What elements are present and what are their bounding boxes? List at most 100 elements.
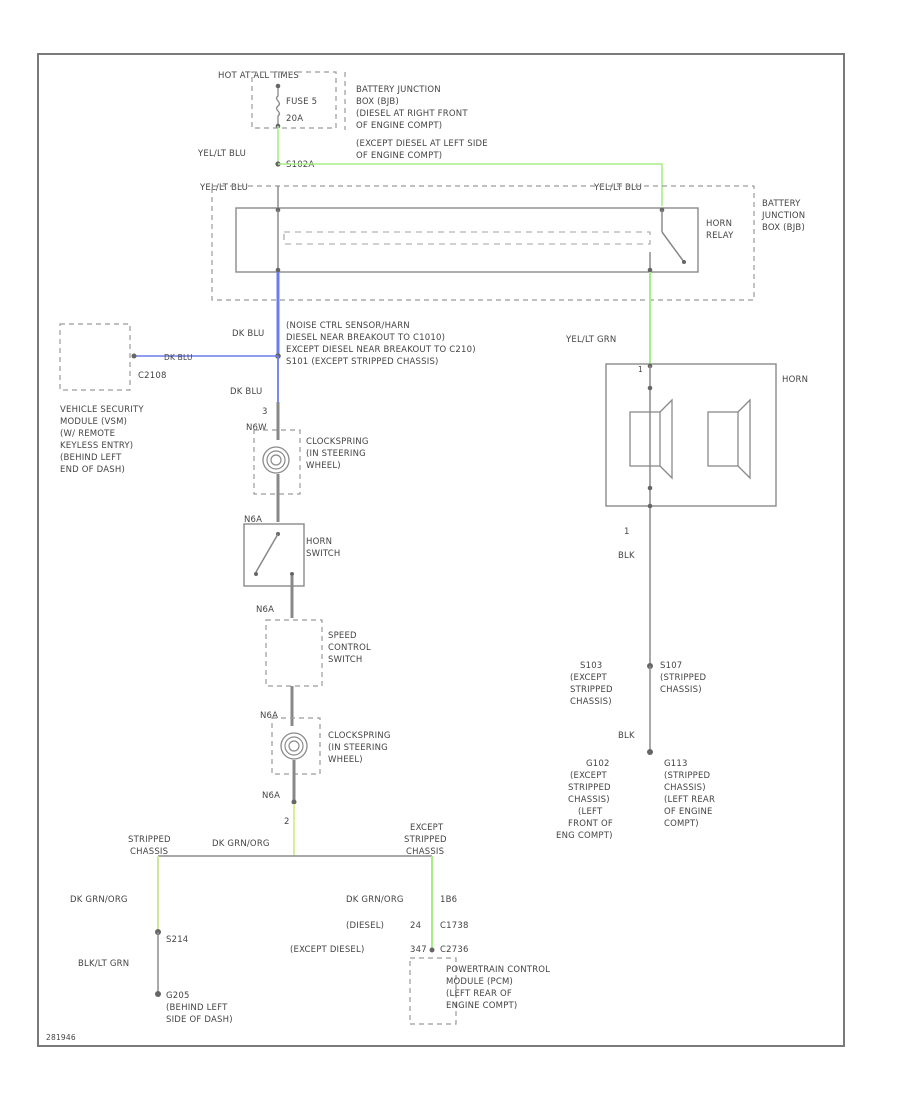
vsm-line-1: VEHICLE SECURITY [60,405,144,415]
label-except-3: CHASSIS [406,847,444,857]
label-except-2: STRIPPED [404,835,447,845]
splice-note-4: S101 (EXCEPT STRIPPED CHASSIS) [286,357,439,367]
label-stripped-1: STRIPPED [128,835,171,845]
clockspring2-line-2: (IN STEERING [328,743,388,753]
fuse-symbol [275,88,281,124]
relay-bjb-1: BATTERY [762,199,801,209]
label-g102-4: CHASSIS) [568,795,610,805]
diagram-code: 281946 [46,1033,76,1042]
fuse-box [251,71,337,129]
horn-title: HORN [782,375,808,385]
vsm-line-4: KEYLESS ENTRY) [60,441,133,451]
bjb-note-5: (EXCEPT DIESEL AT LEFT SIDE [356,139,488,149]
label-g102-3: STRIPPED [568,783,611,793]
splice-note-3: EXCEPT DIESEL NEAR BREAKOUT TO C210) [286,345,476,355]
label-g102-2: (EXCEPT [570,771,608,781]
vsm-line-3: (W/ REMOTE [60,429,115,439]
fuse-terminal-top [275,83,281,89]
ground-g102-g113 [647,749,653,755]
label-s103-2: (EXCEPT [570,673,608,683]
pcm-box [409,957,457,1025]
label-pcm-pin: 1B6 [440,895,457,905]
label-blk-grn: BLK/LT GRN [78,959,129,969]
wire-label-yel-blk-2: YEL/LT BLU [199,183,248,193]
horn-speaker-right-cone [737,398,751,480]
relay-coil-link [283,231,651,245]
clockspring2-line-1: CLOCKSPRING [328,731,391,741]
horn-pin-num: 1 [624,527,630,537]
clockspring1-pin: 3 [262,407,268,417]
label-s107-1: S107 [660,661,682,671]
label-g102-5: (LEFT [578,807,603,817]
wire-label-dk-blu-3: DK BLU [230,387,262,397]
label-g205-2: (BEHIND LEFT [166,1003,228,1013]
label-g113-5: OF ENGINE [664,807,713,817]
hot-at-all-times-label: HOT AT ALL TIMES [218,71,299,81]
bjb-relay-dashed-box [211,185,755,301]
horn-wire-label: BLK [618,551,635,561]
horn-speaker-left-cone [659,398,673,480]
splice-note-1: (NOISE CTRL SENSOR/HARN [286,321,410,331]
pcm-line-1: POWERTRAIN CONTROL [446,965,550,975]
label-g102-7: ENG COMPT) [556,831,613,841]
vsm-box [59,323,131,391]
diagram-frame [37,53,845,1047]
fuse-rating: 20A [286,114,303,124]
clockspring1-line-3: WHEEL) [306,461,341,471]
horn-box [605,363,777,507]
relay-name-2: RELAY [706,231,734,241]
label-g113-2: (STRIPPED [664,771,711,781]
label-pcm-wire: DK GRN/ORG [346,895,404,905]
clockspring2-line-3: WHEEL) [328,755,363,765]
wire-splice-to-relay [278,163,663,206]
label-s103-1: S103 [580,661,602,671]
bjb-note-1: BATTERY JUNCTION [356,85,441,95]
ground-wire-label: BLK [618,731,635,741]
wire-label-dk-blu-1: DK BLU [232,329,264,339]
label-g205-1: G205 [166,991,190,1001]
label-diesel: (DIESEL) [346,921,384,931]
clockspring2-coil [280,732,308,760]
label-ex-conn: C2736 [440,945,469,955]
speed-control-line-1: SPEED [328,631,357,641]
clockspring2-pin-label-top: N6A [260,711,278,721]
wire-label-yel-blk-1: YEL/LT BLU [197,149,246,159]
clockspring2-pin-label-bottom: N6A [262,791,280,801]
clockspring1-pin-label: N6W [246,423,267,433]
clockspring2-pin-num: 2 [284,817,290,827]
label-g113-1: G113 [664,759,688,769]
vsm-line-2: MODULE (VSM) [60,417,127,427]
splice-s102a-label: S102A [286,160,314,170]
horn-switch-line-2: SWITCH [306,549,341,559]
label-g102-6: FRONT OF [568,819,613,829]
clockspring1-coil [262,446,290,474]
horn-speaker-left-body [629,411,661,467]
bjb-note-6: OF ENGINE COMPT) [356,151,442,161]
label-s103-3: STRIPPED [570,685,613,695]
pcm-line-4: ENGINE COMPT) [446,1001,517,1011]
label-stripped-2: CHASSIS [130,847,168,857]
label-g102-1: G102 [586,759,610,769]
label-except-1: EXCEPT [410,823,444,833]
horn-switch-line-1: HORN [306,537,332,547]
label-diesel-conn: C1738 [440,921,469,931]
label-left-wire: DK GRN/ORG [70,895,128,905]
vsm-line-5: (BEHIND LEFT [60,453,122,463]
label-s107-2: (STRIPPED [660,673,707,683]
wire-label-yel-blk-3: YEL/LT BLU [593,183,642,193]
speed-control-line-3: SWITCH [328,655,363,665]
vsm-line-6: END OF DASH) [60,465,125,475]
clockspring1-box [253,429,301,495]
wire-label-dk-blu-2: DK BLU [164,353,193,362]
relay-bjb-3: BOX (BJB) [762,223,805,233]
label-ex-pin: 347 [410,945,427,955]
horn-switch-box [243,523,305,587]
label-ex-diesel: (EXCEPT DIESEL) [290,945,364,955]
pcm-line-2: MODULE (PCM) [446,977,513,987]
label-dk-grn-org-center: DK GRN/ORG [212,839,270,849]
speed-control-pin-label: N6A [256,605,274,615]
label-s214: S214 [166,935,188,945]
horn-pin-top: 1 [638,365,643,374]
relay-contact-arm [661,231,685,263]
